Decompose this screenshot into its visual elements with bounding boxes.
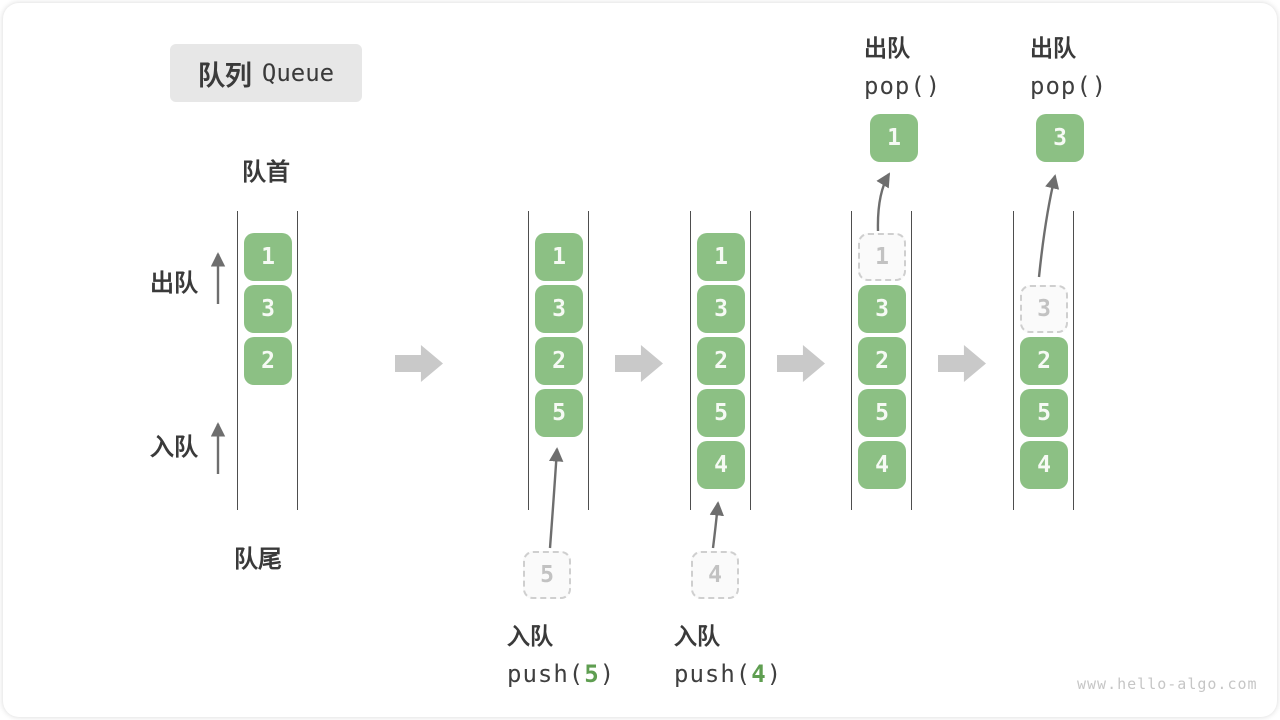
queue-item-ghost: 3 [1020, 285, 1068, 333]
queue-item: 1 [535, 233, 583, 281]
queue-item: 2 [858, 337, 906, 385]
dequeue-side-label: 出队 [150, 270, 198, 297]
queue-item: 2 [535, 337, 583, 385]
push-op-zh: 入队 [674, 623, 720, 649]
queue-item: 4 [858, 441, 906, 489]
title-en: Queue [261, 59, 335, 87]
queue-item: 3 [858, 285, 906, 333]
watermark: www.hello-algo.com [1077, 675, 1258, 693]
queue-item-ghost: 1 [858, 233, 906, 281]
queue-column-4: 1 3 2 5 4 [851, 211, 912, 510]
staged-item-ghost: 5 [523, 551, 571, 599]
push-op-code: push(4) [674, 660, 783, 688]
popped-item: 3 [1036, 114, 1084, 162]
queue-column-2: 1 3 2 5 [528, 211, 589, 510]
queue-item: 5 [697, 389, 745, 437]
queue-item: 2 [1020, 337, 1068, 385]
pop-2-operation-label: 出队 pop() [1030, 29, 1107, 100]
queue-item: 3 [697, 285, 745, 333]
pop-op-code: pop() [1030, 72, 1108, 100]
queue-item: 5 [535, 389, 583, 437]
queue-column-5: 3 2 5 4 [1013, 211, 1074, 510]
pop-op-code: pop() [864, 72, 942, 100]
queue-rear-label: 队尾 [234, 546, 282, 573]
title-badge: 队列 Queue [170, 44, 362, 102]
queue-item: 5 [858, 389, 906, 437]
push-4-operation-label: 入队 push(4) [674, 617, 782, 688]
title-zh: 队列 [197, 60, 252, 91]
queue-item: 2 [697, 337, 745, 385]
queue-item: 3 [244, 285, 292, 333]
queue-front-label: 队首 [242, 159, 290, 186]
popped-item: 1 [870, 114, 918, 162]
queue-column-1: 1 3 2 [237, 211, 298, 510]
pop-1-operation-label: 出队 pop() [864, 29, 941, 100]
pop-op-zh: 出队 [1030, 35, 1076, 61]
queue-column-3: 1 3 2 5 4 [690, 211, 751, 510]
push-op-zh: 入队 [507, 623, 553, 649]
queue-item: 1 [244, 233, 292, 281]
staged-item-ghost: 4 [691, 551, 739, 599]
queue-item: 4 [697, 441, 745, 489]
enqueue-side-label: 入队 [150, 434, 198, 461]
queue-item: 2 [244, 337, 292, 385]
pop-op-zh: 出队 [864, 35, 910, 61]
queue-item: 1 [697, 233, 745, 281]
push-5-operation-label: 入队 push(5) [507, 617, 615, 688]
queue-item: 3 [535, 285, 583, 333]
push-op-code: push(5) [507, 660, 616, 688]
queue-item: 4 [1020, 441, 1068, 489]
queue-item: 5 [1020, 389, 1068, 437]
